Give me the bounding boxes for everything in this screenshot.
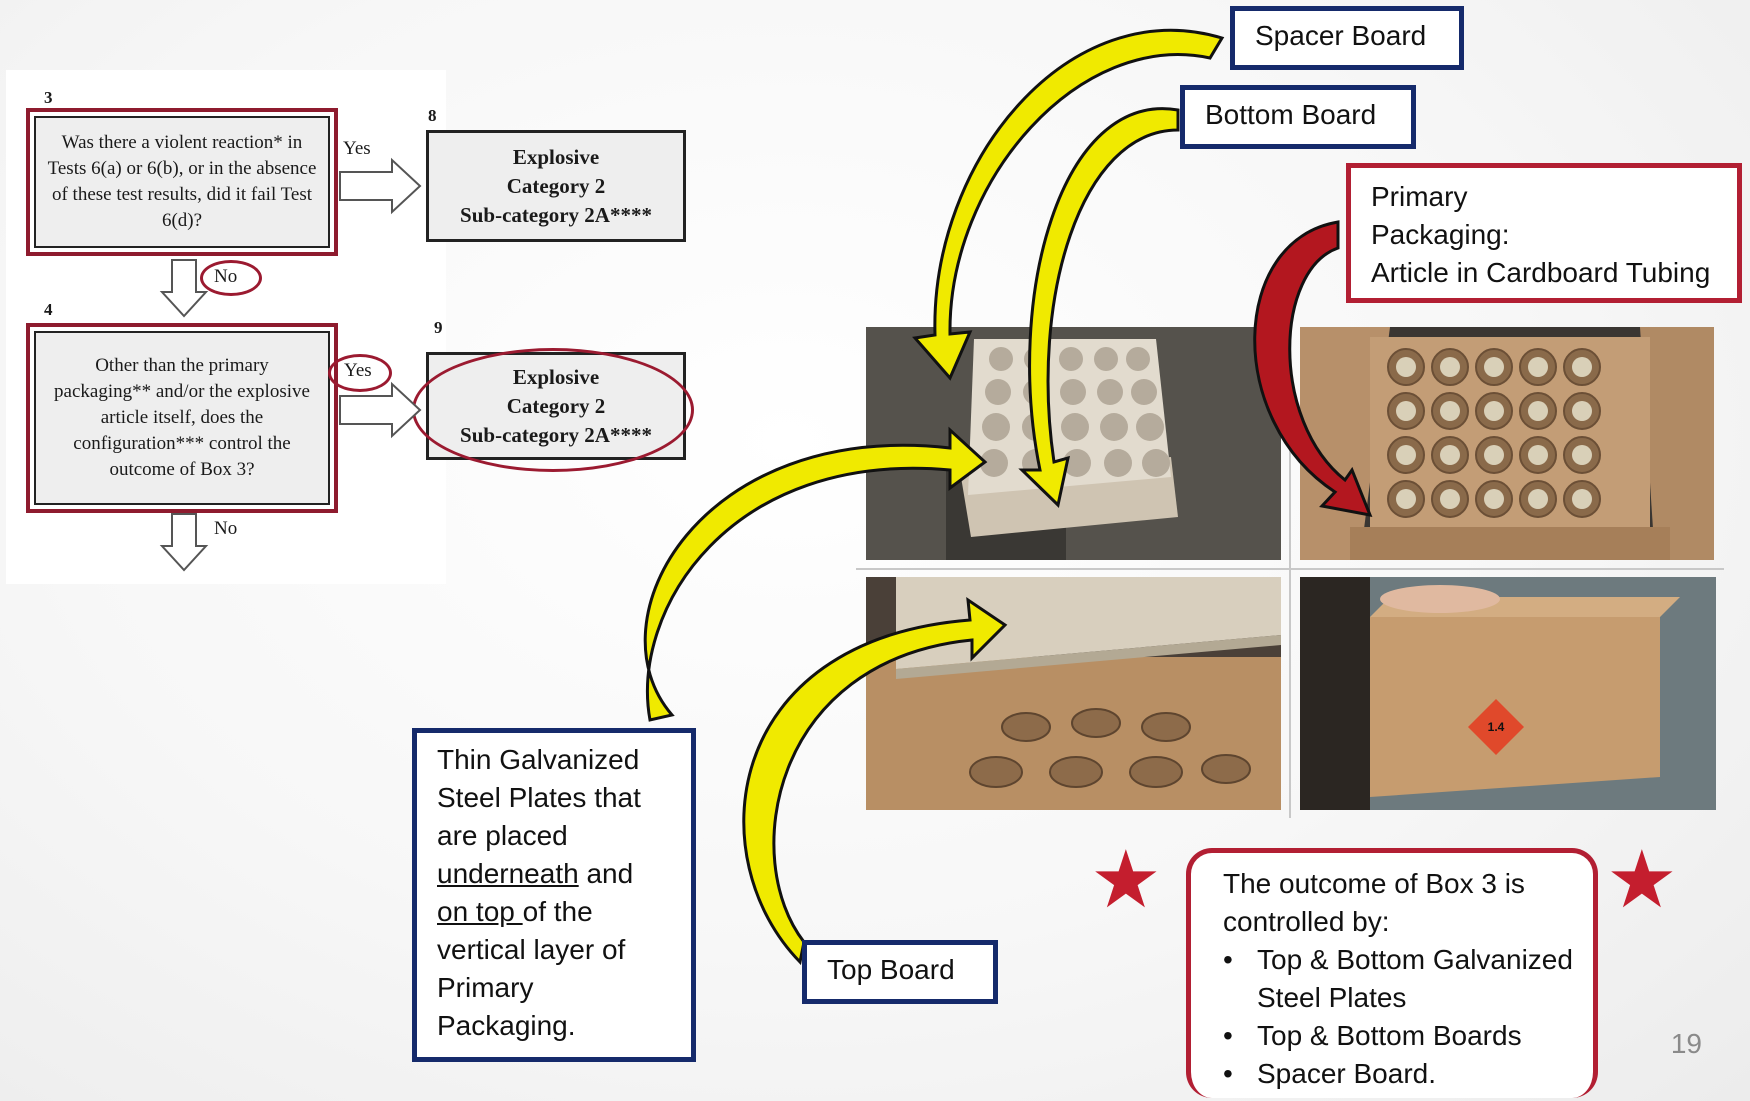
bottom-board-label: Bottom Board (1205, 99, 1377, 130)
spacer-board-label: Spacer Board (1255, 20, 1427, 51)
top-board-arrow (742, 596, 1008, 966)
photo-top-board (866, 577, 1281, 810)
tubes-under-board (969, 708, 1251, 788)
steel-plates-line3: are placed (437, 820, 568, 851)
packaging-illustration (1300, 327, 1714, 560)
top-board-shape (896, 577, 1281, 669)
callout-primary-packaging: Primary Packaging: Article in Cardboard … (1346, 163, 1742, 303)
box3-highlight (26, 108, 338, 256)
primary-packaging-arrow (1253, 220, 1373, 517)
down-arrow-1 (159, 259, 209, 318)
box8-line1: Explosive (512, 144, 600, 169)
callout-steel-plates: Thin Galvanized Steel Plates that are pl… (412, 728, 696, 1062)
primary-packaging-line1: Primary (1371, 181, 1468, 212)
steel-plates-line4-rest: and (578, 858, 634, 889)
steel-plates-arrow-upper (643, 426, 988, 722)
steel-plates-line8: Packaging. (437, 1010, 576, 1041)
no-label-2: No (214, 518, 238, 539)
box8-line3: Sub-category 2A**** (460, 202, 652, 227)
tube-grid (1387, 348, 1601, 518)
box4-number: 4 (44, 300, 53, 319)
box4: Other than the primary packaging** and/o… (34, 331, 330, 505)
steel-plates-line6: vertical layer of (437, 934, 626, 965)
page-number: 19 (1670, 1028, 1702, 1059)
star-icon-right: ★ (1606, 835, 1678, 924)
yes-label-1: Yes (343, 138, 371, 159)
callout-outcome: The outcome of Box 3 is controlled by: T… (1186, 848, 1598, 1098)
steel-plates-line2: Steel Plates that (437, 782, 641, 813)
box3-text: Was there a violent reaction* in Tests 6… (47, 132, 317, 231)
photo-primary-packaging (1300, 327, 1714, 560)
bottom-board-arrow (1018, 107, 1180, 508)
steel-plates-line4: underneath and (437, 855, 671, 893)
outcome-list: Top & Bottom Galvanized Steel Plates Top… (1223, 941, 1573, 1093)
box3-number: 3 (44, 88, 53, 107)
callout-spacer-board: Spacer Board (1230, 6, 1464, 70)
down-arrow-2 (159, 513, 209, 572)
hazard-label-text: 1.4 (1488, 720, 1505, 734)
box4-highlight (26, 323, 338, 513)
outcome-item-plates: Top & Bottom Galvanized Steel Plates (1223, 941, 1573, 1017)
steel-plates-line1: Thin Galvanized (437, 744, 640, 775)
yes-highlight-ellipse (328, 354, 392, 392)
outcome-intro: The outcome of Box 3 is controlled by: (1223, 868, 1525, 937)
primary-packaging-line3: Article in Cardboard Tubing (1371, 257, 1711, 288)
yes-arrow-1 (339, 157, 422, 215)
steel-plates-line7: Primary (437, 972, 534, 1003)
tube-contents (1396, 357, 1592, 509)
no-highlight-ellipse (200, 260, 262, 296)
primary-packaging-line2: Packaging: (1371, 219, 1510, 250)
spacer-board-arrow (912, 28, 1225, 381)
box3: Was there a violent reaction* in Tests 6… (34, 116, 330, 248)
callout-bottom-board: Bottom Board (1180, 85, 1416, 149)
top-board-illustration (866, 577, 1281, 810)
grid-divider-horizontal (856, 568, 1724, 570)
outcome-item-spacer: Spacer Board. (1223, 1055, 1573, 1093)
steel-plates-line5: on top of the (437, 893, 671, 931)
box8: Explosive Category 2 Sub-category 2A**** (426, 130, 686, 242)
top-board-label: Top Board (827, 954, 955, 985)
box9-number: 9 (434, 318, 443, 337)
photo-closed-box: 1.4 (1300, 577, 1716, 810)
on-top-text: on top (437, 896, 523, 927)
box4-text: Other than the primary packaging** and/o… (54, 355, 310, 480)
steel-plates-line5-rest: of the (522, 896, 593, 927)
hazard-label (1468, 699, 1524, 755)
outcome-item-boards: Top & Bottom Boards (1223, 1017, 1573, 1055)
yes-arrow-2 (339, 381, 422, 439)
star-icon-left: ★ (1090, 835, 1162, 924)
closed-box-illustration: 1.4 (1300, 577, 1716, 810)
underneath-text: underneath (437, 858, 579, 889)
callout-top-board: Top Board (802, 940, 998, 1004)
box8-line2: Category 2 (506, 173, 606, 198)
box8-number: 8 (428, 106, 437, 125)
